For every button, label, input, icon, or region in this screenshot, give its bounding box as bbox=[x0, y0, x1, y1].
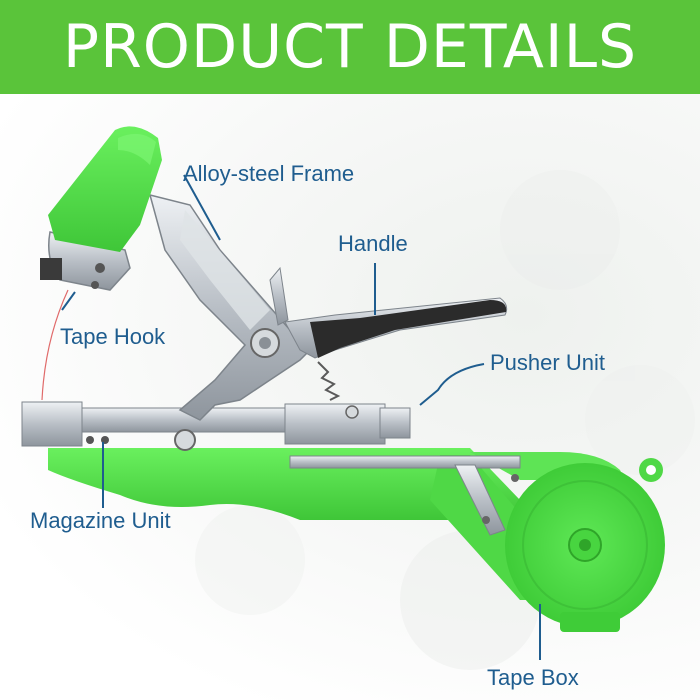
magazine-rail bbox=[21, 401, 521, 536]
tape-string bbox=[41, 289, 69, 401]
callout-handle: Handle bbox=[338, 231, 408, 256]
handle bbox=[284, 297, 508, 359]
leader-frame bbox=[183, 174, 221, 241]
callout-alloy-steel-frame: Alloy-steel Frame bbox=[183, 161, 355, 186]
callout-pusher-unit: Pusher Unit bbox=[490, 350, 605, 375]
leader-tape-hook bbox=[61, 291, 76, 311]
tape-box-reel bbox=[505, 463, 665, 632]
leader-lines bbox=[61, 174, 541, 660]
pusher-spring bbox=[317, 361, 341, 401]
callout-magazine-unit: Magazine Unit bbox=[30, 508, 171, 533]
green-cap bbox=[48, 126, 162, 252]
callout-tape-box: Tape Box bbox=[487, 665, 579, 690]
banner-title: PRODUCT DETAILS bbox=[62, 12, 638, 82]
title-banner: PRODUCT DETAILS bbox=[0, 0, 700, 94]
callout-tape-hook: Tape Hook bbox=[60, 324, 166, 349]
leader-pusher bbox=[419, 363, 485, 406]
alloy-steel-frame bbox=[148, 193, 317, 421]
